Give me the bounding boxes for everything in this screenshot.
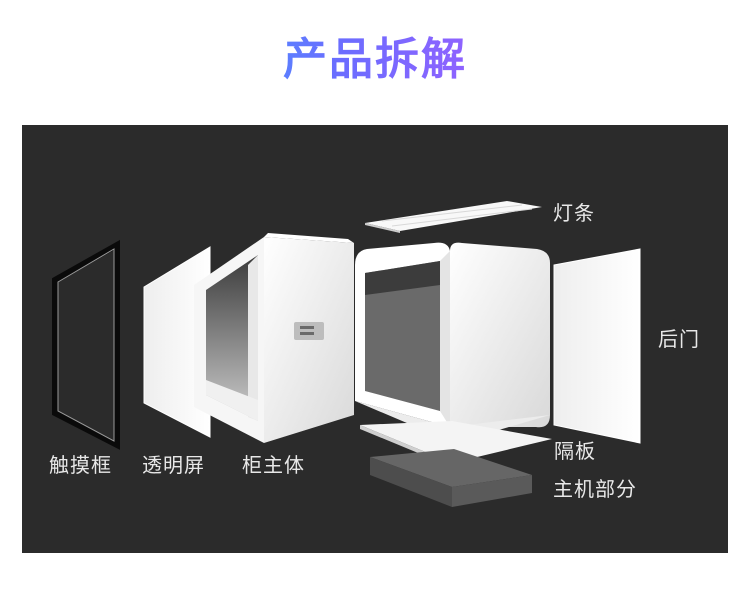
label-back-door: 后门: [658, 323, 700, 352]
touch-frame-part: [55, 245, 117, 445]
label-transparent-screen: 透明屏: [142, 449, 205, 478]
cabinet-body-part: [194, 233, 354, 443]
label-touch-frame: 触摸框: [49, 449, 112, 478]
label-partition: 隔板: [554, 435, 596, 464]
label-cabinet-body: 柜主体: [242, 449, 305, 478]
rear-frame-part: [355, 243, 550, 443]
back-door-part: [554, 249, 640, 443]
exploded-view: 触摸框 透明屏 柜主体 灯条 后门 隔板 主机部分: [22, 125, 728, 553]
label-host-part: 主机部分: [553, 473, 637, 502]
page-title: 产品拆解: [0, 30, 750, 90]
host-part: [370, 449, 532, 507]
label-light-strip: 灯条: [553, 197, 595, 226]
light-strip-part: [365, 201, 542, 233]
